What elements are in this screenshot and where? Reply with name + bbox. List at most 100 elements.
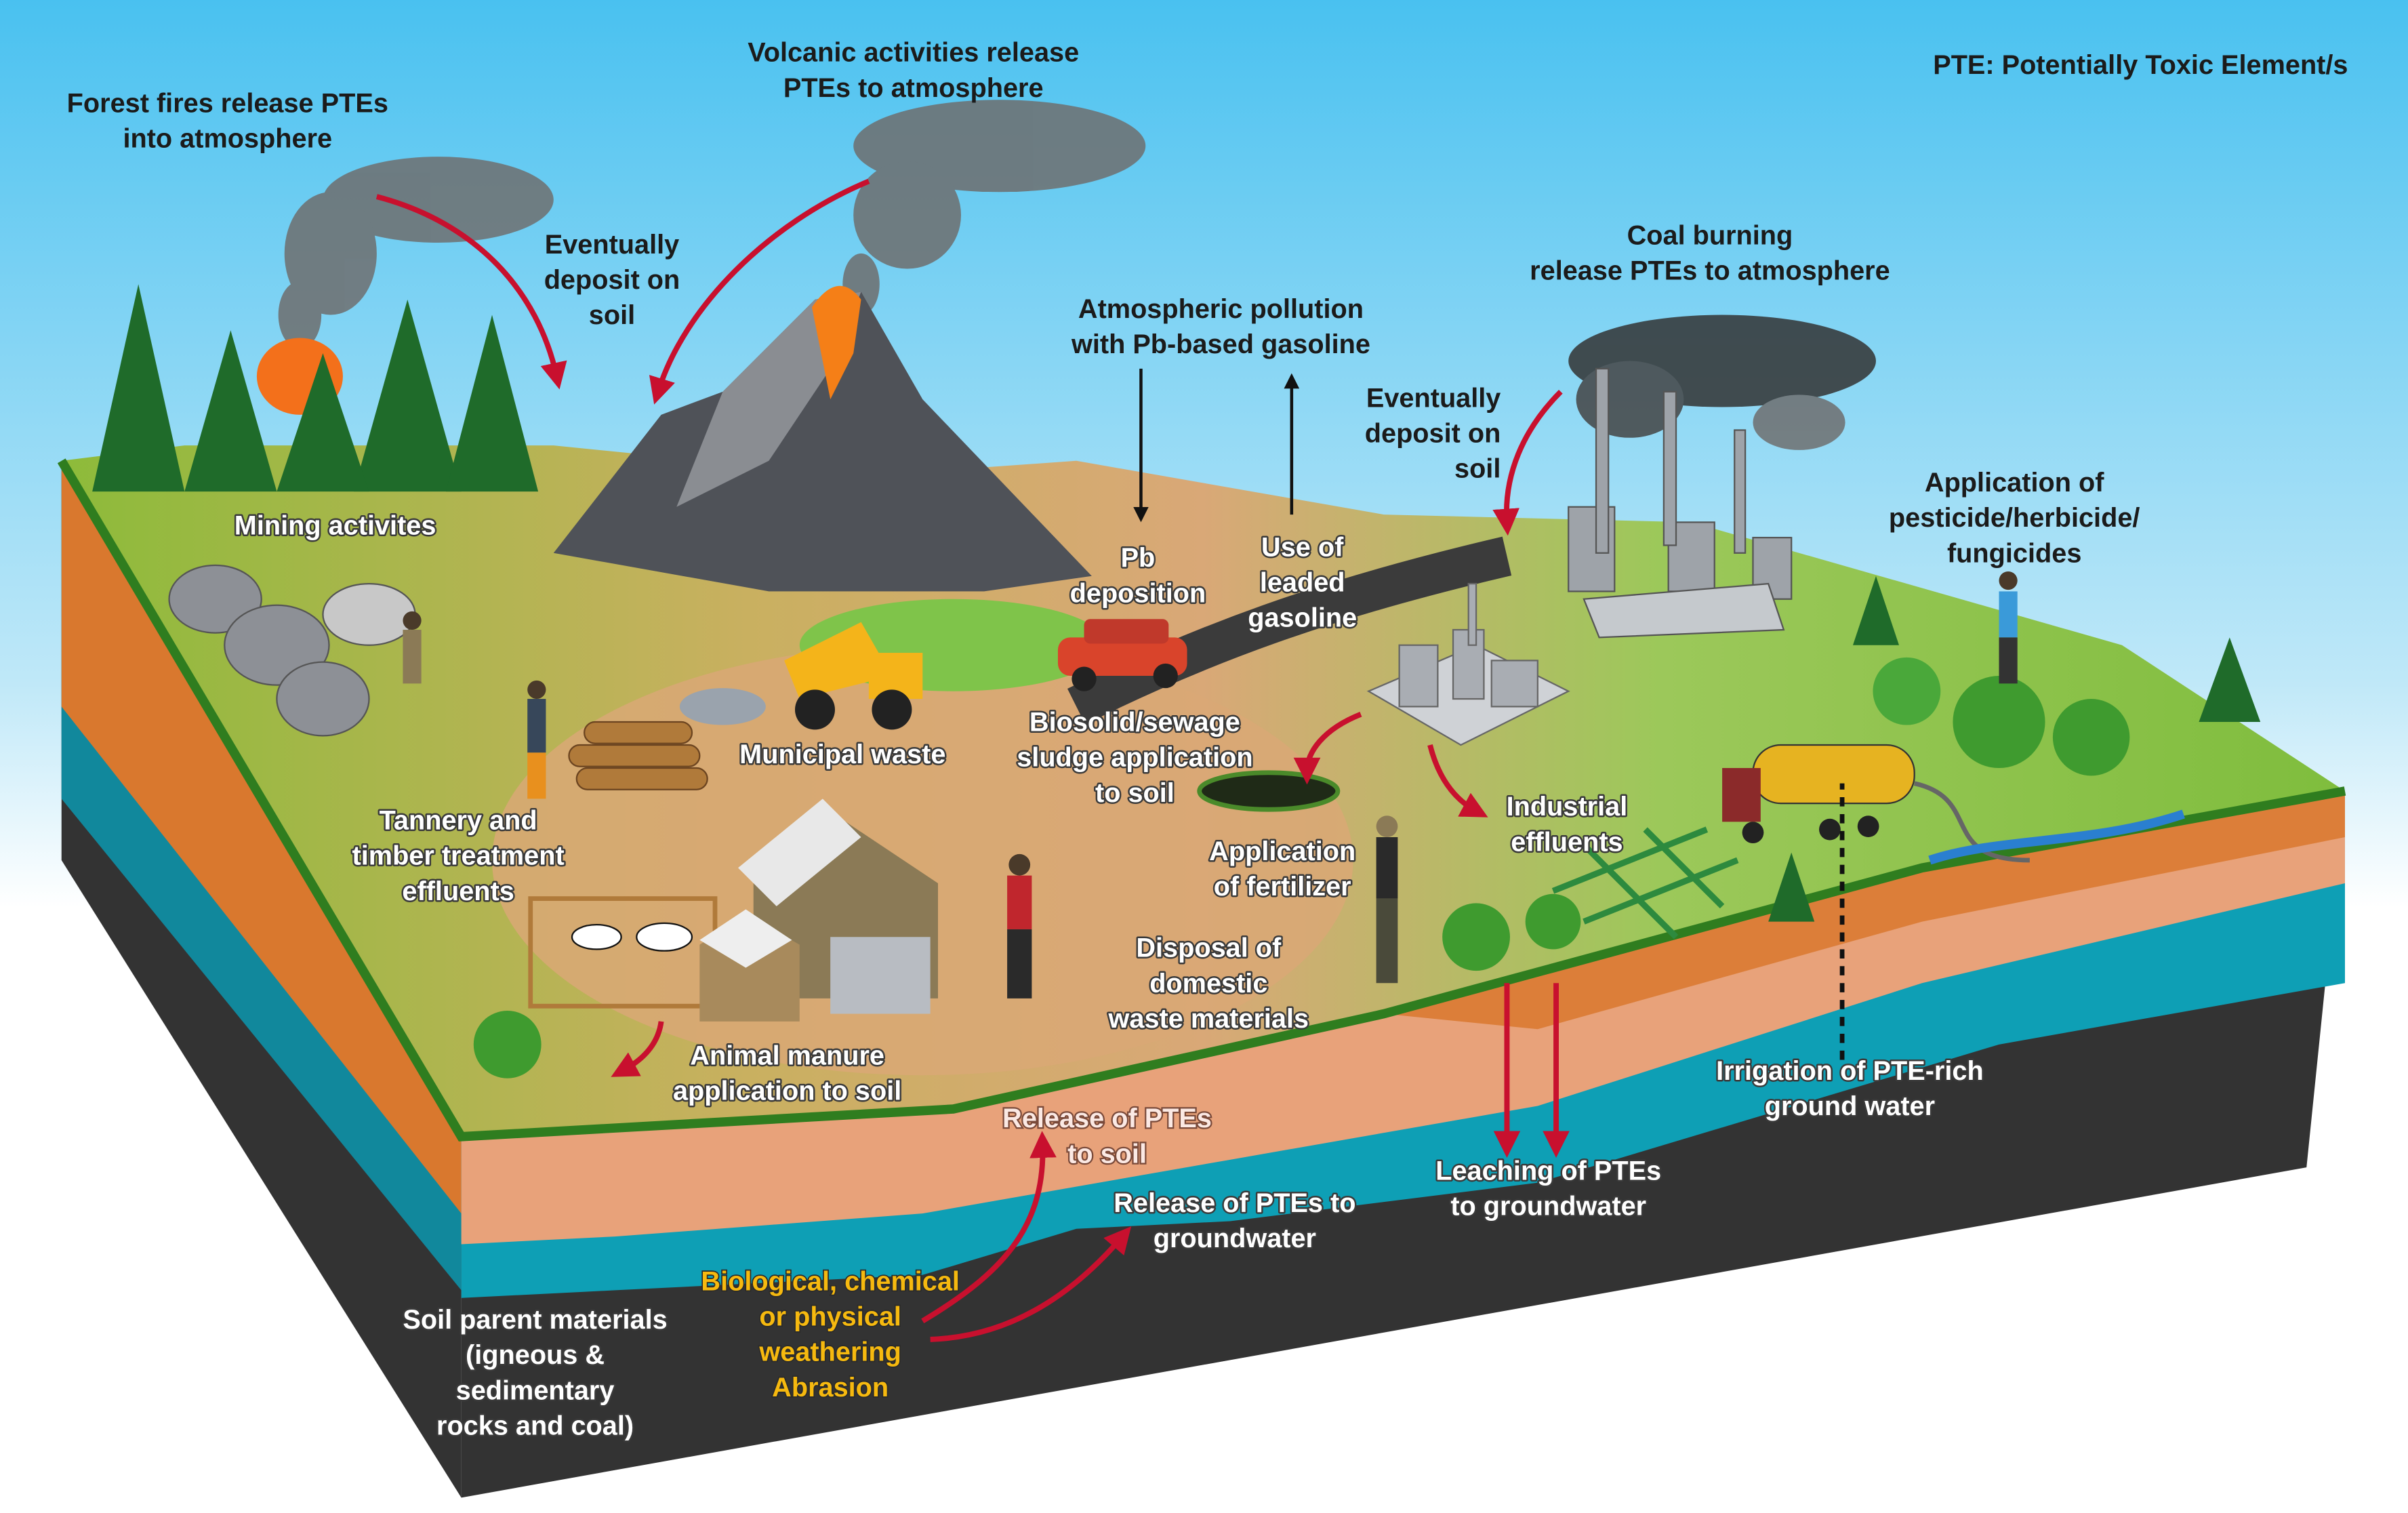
label-line: Forest fires release PTEs [67,88,388,118]
label-line: Biosolid/sewage [1029,708,1240,738]
label-line: waste materials [1108,1004,1309,1034]
industrial-plant [1366,582,1570,746]
label-line: of fertilizer [1214,872,1351,902]
timber-logs [568,721,708,790]
label-line: Application of [1925,468,2104,498]
mining-rocks [168,564,416,737]
arrow-animal-manure [611,1021,664,1077]
arrow-industrial-effluents [1427,744,1488,818]
car [1057,619,1187,691]
labels: Forest fires release PTEs into atmosphere… [67,38,2348,1443]
label-forest-fires: Forest fires release PTEs into atmosphere [67,88,388,153]
label-domestic-waste: Disposal of domestic waste materials [1108,933,1309,1034]
label-line: (igneous & [466,1340,605,1370]
water-tanker [1722,744,2185,865]
road [1067,536,1512,725]
label-line: sedimentary [456,1375,615,1405]
label-line: Industrial [1507,792,1628,822]
label-line: Release of PTEs to [1114,1188,1355,1218]
label-line: pesticide/herbicide/ [1889,503,2140,533]
label-line: weathering [758,1337,901,1367]
label-weathering: Biological, chemical or physical weatherin… [701,1266,960,1402]
label-irrigation: Irrigation of PTE-rich ground water [1716,1056,1984,1121]
label-line: fungicides [1947,538,2081,568]
label-line: Eventually [1366,384,1501,413]
label-line: release PTEs to atmosphere [1530,256,1890,285]
label-line: Leaching of PTEs [1435,1156,1661,1186]
label-municipal-waste: Municipal waste [739,740,945,769]
block-front-face [461,790,2345,1498]
label-line: sludge application [1017,743,1252,773]
label-line: Municipal waste [739,740,945,769]
label-line: Disposal of [1136,933,1282,963]
label-line: Animal manure [690,1041,884,1070]
label-line: Pb [1121,543,1156,573]
label-line: into atmosphere [123,124,332,154]
label-line: Atmospheric pollution [1078,294,1364,324]
dump-truck [679,622,923,730]
arrow-release-to-groundwater [930,1226,1132,1342]
label-line: deposit on [1365,419,1501,449]
label-line: or physical [759,1302,901,1332]
label-parent-materials: Soil parent materials (igneous & sedimenta… [403,1305,667,1440]
label-line: to soil [1067,1139,1147,1169]
label-leaching: Leaching of PTEs to groundwater [1435,1156,1661,1221]
label-pesticide: Application of pesticide/herbicide/fungic… [1889,468,2140,568]
label-line: PTE: Potentially Toxic Element/s [1933,50,2348,80]
label-line: Irrigation of PTE-rich [1716,1056,1984,1086]
label-line: ground water [1765,1091,1935,1121]
label-line: Soil parent materials [403,1305,667,1335]
label-line: deposit on [544,265,680,295]
label-line: to groundwater [1450,1191,1646,1221]
label-pb-deposition: Pb deposition [1070,543,1206,608]
label-line: application to soil [673,1076,901,1106]
arrow-coal-smoke-to-soil [1492,390,1563,536]
label-line: Coal burning [1627,220,1793,250]
label-biosolid: Biosolid/sewage sludge application to soil [1017,708,1252,808]
arrow-industry-to-pond [1293,712,1362,785]
label-pte-legend: PTE: Potentially Toxic Element/s [1933,50,2348,80]
label-line: gasoline [1248,603,1357,633]
label-deposit-right: Eventually deposit on soil [1365,384,1501,484]
label-line: groundwater [1154,1224,1316,1253]
label-animal-manure: Animal manure application to soil [673,1041,901,1106]
gasoline-arrows [1133,368,1845,1060]
label-line: to soil [1095,778,1175,808]
irrigation-field [1551,826,1739,940]
label-line: Mining activites [234,511,436,541]
label-line: soil [589,300,635,330]
label-line: with Pb-based gasoline [1071,329,1370,359]
label-fertilizer: Application of fertilizer [1209,836,1355,902]
label-line: deposition [1070,578,1206,608]
trees [92,284,2261,1078]
sludge-pond [1197,770,1341,812]
label-line: Eventually [545,230,679,260]
arrow-release-to-soil [921,1131,1057,1324]
pte-flow-arrows [375,178,1570,1342]
label-line: PTEs to atmosphere [783,73,1044,103]
label-tannery: Tannery and timber treatment effluents [352,806,565,906]
barn [528,799,938,1022]
label-deposit-left: Eventually deposit on soil [544,230,680,330]
label-line: Biological, chemical [701,1266,960,1296]
label-line: rocks and coal) [436,1411,634,1440]
arrow-forest-smoke-to-soil [375,194,567,390]
label-line: Use of [1261,532,1344,562]
label-line: effluents [1511,827,1623,857]
label-line: Tannery and [380,806,537,836]
label-line: timber treatment [352,841,565,871]
label-line: domestic [1149,969,1267,998]
block-left-face [61,460,462,1498]
label-industrial: Industrial effluents [1507,792,1628,857]
label-line: soil [1454,454,1501,484]
label-line: Application [1209,836,1355,866]
label-release-groundwater: Release of PTEs to groundwater [1114,1188,1355,1253]
label-line: leaded [1260,567,1345,597]
arrow-volcano-smoke-to-soil [649,178,870,405]
people [403,571,2018,998]
label-line: effluents [402,876,514,906]
coal-power-plant [1568,367,1793,639]
